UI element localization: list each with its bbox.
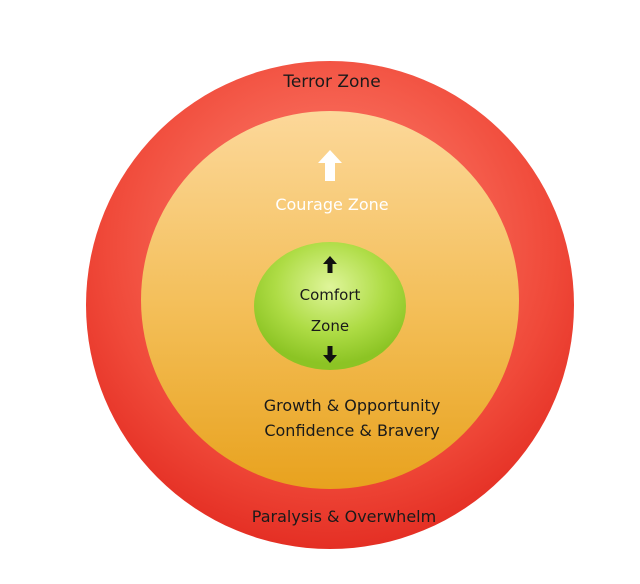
courage-zone-line1: Growth & Opportunity <box>263 396 441 415</box>
courage-up-arrow-icon <box>318 150 342 181</box>
terror-zone-title: Terror Zone <box>283 72 381 92</box>
terror-zone-bottom-text: Paralysis & Overwhelm <box>251 507 437 526</box>
comfort-zone-circle <box>254 242 406 370</box>
courage-zone-line2: Confidence & Bravery <box>264 421 440 440</box>
comfort-zone-label-line1: Comfort <box>299 286 361 304</box>
comfort-down-arrow-icon <box>323 346 337 363</box>
courage-zone-title: Courage Zone <box>275 195 389 214</box>
comfort-up-arrow-icon <box>323 256 337 273</box>
comfort-zone-label-line2: Zone <box>310 317 350 335</box>
